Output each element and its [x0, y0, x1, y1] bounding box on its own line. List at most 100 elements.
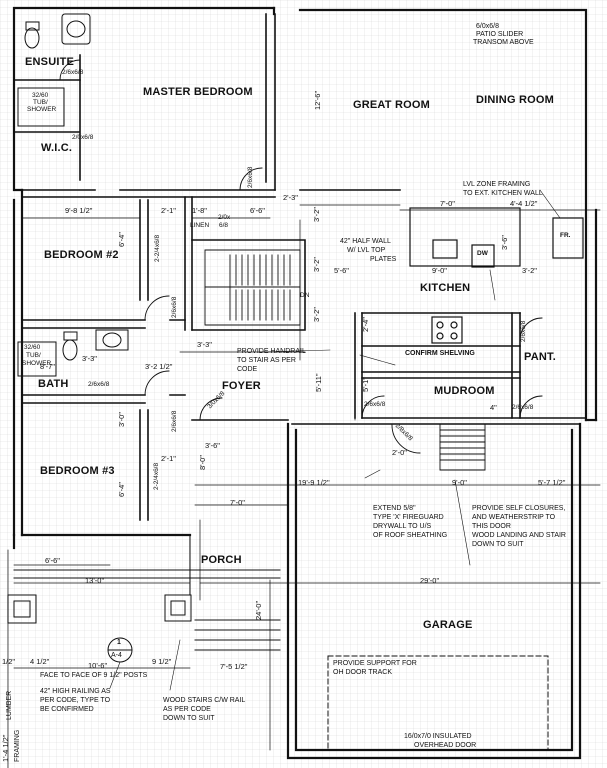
- door-label-mudroom-right: 2/6x6/8: [512, 404, 534, 411]
- note-patio-3: TRANSOM ABOVE: [473, 39, 534, 46]
- fixtures: [17, 13, 129, 377]
- stair: [204, 249, 486, 471]
- dim-4: 4": [490, 403, 497, 412]
- room-label-bedroom-3: BEDROOM #3: [40, 465, 115, 477]
- door-label-pantry: 2/6x6/8: [520, 320, 527, 342]
- note-self-2: AND WEATHERSTRIP TO: [472, 514, 556, 521]
- label-stair-down: DN: [300, 292, 310, 299]
- note-wood-stairs-2: AS PER CODE: [163, 706, 211, 713]
- room-label-garage: GARAGE: [423, 619, 473, 631]
- door-swings: [59, 59, 543, 454]
- door-label-wic: 2/0x6/8: [72, 134, 94, 141]
- note-self-4: WOOD LANDING AND STAIR: [472, 532, 566, 539]
- note-railing-3: BE CONFIRMED: [40, 706, 94, 713]
- note-self-1: PROVIDE SELF CLOSURES,: [472, 505, 566, 512]
- bath-tub-label-2: TUB/: [26, 352, 41, 359]
- dim-3-0: 3'-0": [117, 412, 126, 427]
- note-half-wall-2: W/ LVL TOP: [347, 247, 386, 254]
- note-confirm-shelving: CONFIRM SHELVING: [405, 350, 475, 357]
- section-marker-ref: A-4: [111, 652, 122, 659]
- note-railing-1: 42" HIGH RAILING AS: [40, 688, 111, 695]
- note-support-1: PROVIDE SUPPORT FOR: [333, 660, 417, 667]
- porch-details: [7, 534, 549, 751]
- room-label-bedroom-2: BEDROOM #2: [44, 249, 119, 261]
- leader-lines: [109, 189, 561, 691]
- note-railing-2: PER CODE, TYPE TO: [40, 697, 111, 704]
- room-label-wic: W.I.C.: [41, 142, 73, 154]
- dim-10-6: 10'-6": [88, 661, 108, 670]
- dim-7-5: 7'-5 1/2": [220, 662, 248, 671]
- note-patio-2: PATIO SLIDER: [476, 31, 524, 38]
- room-label-porch: PORCH: [201, 554, 242, 566]
- dim-2-4: 2'-4": [361, 317, 370, 332]
- tub-label-3: SHOWER: [27, 106, 57, 113]
- note-self-5: DOWN TO SUIT: [472, 541, 524, 548]
- dim-3-3a: 3'-3": [197, 340, 212, 349]
- room-label-master-bedroom: MASTER BEDROOM: [143, 86, 253, 98]
- dim-2-1b: 2'-1": [161, 454, 176, 463]
- dim-2-3: 2'-3": [283, 193, 298, 202]
- tub-label-2: TUB/: [33, 99, 48, 106]
- dim-9-0a: 9'-0": [432, 266, 447, 275]
- room-label-ensuite: ENSUITE: [25, 56, 75, 68]
- dim-4-4: 4'-4 1/2": [510, 199, 538, 208]
- dim-24-0: 24'-0": [254, 600, 263, 620]
- label-fridge: FR.: [560, 232, 571, 239]
- dim-1-4: 1'-4 1/2": [1, 734, 10, 762]
- dim-2-1a: 2'-1": [161, 206, 176, 215]
- dim-1-2: 1/2": [2, 657, 16, 666]
- room-label-mudroom: MUDROOM: [434, 385, 495, 397]
- note-handrail-3: CODE: [237, 366, 258, 373]
- kitchen-island: [409, 207, 584, 344]
- note-handrail-1: PROVIDE HANDRAIL: [237, 348, 306, 355]
- bath-tub-label-1: 32/60: [24, 344, 41, 351]
- note-ohd-1: 16/0x7/0 INSULATED: [404, 733, 472, 740]
- dim-3-6b: 3'-6": [205, 441, 220, 450]
- dim-6-4b: 6'-4": [117, 482, 126, 497]
- room-label-kitchen: KITCHEN: [420, 282, 471, 294]
- room-label-dining-room: DINING ROOM: [476, 94, 554, 106]
- section-marker-number: 1: [117, 639, 121, 646]
- interior-walls: [13, 13, 587, 521]
- door-label-bed3-closet: 2-2/4x6/8: [153, 462, 160, 490]
- dim-19-9: 19'-9 1/2": [298, 478, 330, 487]
- door-label-bed2-closet: 2-2/4x6/8: [154, 234, 161, 262]
- note-patio-1: 6/0x6/8: [476, 23, 499, 30]
- door-label-bed2: 2/6x6/8: [171, 296, 178, 318]
- dim-3-2b: 3'-2": [312, 257, 321, 272]
- room-label-foyer: FOYER: [222, 380, 261, 392]
- dim-7-0b: 7'-0": [230, 498, 245, 507]
- dim-7-0a: 7'-0": [440, 199, 455, 208]
- door-label-ensuite: 2/6x6/8: [62, 69, 84, 76]
- note-half-wall-1: 42" HALF WALL: [340, 238, 391, 245]
- door-label-master: 2/6x6/8: [247, 166, 254, 188]
- room-label-bath: BATH: [38, 378, 69, 390]
- note-lvl-2: TO EXT. KITCHEN WALL: [463, 190, 543, 197]
- note-face-to-face: FACE TO FACE OF 9 1/2" POSTS: [40, 672, 148, 679]
- tub-label-1: 32/60: [32, 92, 49, 99]
- dim-5-7: 5'-7 1/2": [538, 478, 566, 487]
- note-self-3: THIS DOOR: [472, 523, 511, 530]
- dim-29-0: 29'-0": [420, 576, 440, 585]
- dim-12-6: 12'-6": [313, 90, 322, 110]
- dim-9-8: 9'-8 1/2": [65, 206, 93, 215]
- dim-3-3b: 3'-3": [82, 354, 97, 363]
- dim-1-8: 1'-8": [192, 206, 207, 215]
- note-half-wall-3: PLATES: [370, 256, 397, 263]
- dim-3-2a: 3'-2": [312, 207, 321, 222]
- note-wood-stairs-3: DOWN TO SUIT: [163, 715, 215, 722]
- dim-3-2d: 3'-2": [522, 266, 537, 275]
- door-label-linen-2: 6/8: [219, 222, 229, 229]
- note-lumber: LUMBER: [6, 690, 13, 720]
- bath-tub-label-3: SHOWER: [22, 360, 52, 367]
- dim-5-1: 5'-1": [361, 377, 370, 392]
- door-label-linen-1: 2/0x: [218, 214, 231, 221]
- dim-6-6b: 6'-6": [45, 556, 60, 565]
- note-extend-2: TYPE 'X' FIREGUARD: [373, 514, 444, 521]
- door-label-bath: 2/6x6/8: [88, 381, 110, 388]
- dim-8-0: 8'-0": [198, 455, 207, 470]
- note-lvl-1: LVL ZONE FRAMING: [463, 181, 531, 188]
- dim-3-2-1-2: 3'-2 1/2": [145, 362, 173, 371]
- dim-9-1-2: 9 1/2": [152, 657, 172, 666]
